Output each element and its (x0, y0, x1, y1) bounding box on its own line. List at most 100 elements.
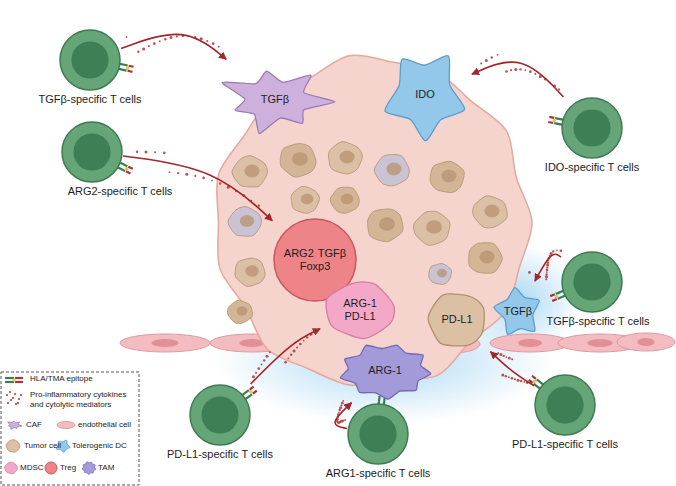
cytokine-dot (546, 264, 549, 267)
cell-label: ARG2-specific T cells (68, 185, 173, 198)
t-cell: PD-L1-specific T cells (534, 374, 596, 436)
t-cell-body (60, 30, 120, 90)
t-cell-outline (347, 403, 409, 465)
cell-nucleus (437, 269, 447, 278)
cytokine-dot (252, 375, 255, 378)
legend-entry: HLA/TMA epitope (30, 374, 136, 384)
cytokine-dot (546, 271, 548, 273)
tumor-cell (328, 142, 362, 174)
t-cell-outline (59, 29, 121, 91)
cytokine-dot (485, 59, 488, 62)
cytokine-dot (257, 367, 260, 370)
cytokine-dot (303, 340, 305, 342)
legend-entry: Tumor cell (24, 441, 61, 451)
legend-text: MDSC (20, 463, 44, 473)
tumor-cell (235, 258, 265, 286)
t-cell: PD-L1-specific T cells (189, 384, 251, 446)
t-cell-nucleus (573, 263, 610, 300)
t-cell-nucleus (73, 133, 110, 170)
cytokine-dot (148, 45, 150, 47)
cytokine-dot (284, 361, 287, 364)
cytokine-dot (136, 151, 138, 153)
effector-arrow (491, 352, 534, 386)
cytokine-dot (194, 175, 196, 177)
marker-label: ARG-1 (343, 297, 377, 310)
cytokine-dot (520, 380, 522, 382)
t-cell: TGFβ-specific T cells (561, 251, 623, 313)
cell-nucleus (240, 215, 254, 227)
cell-label: TGFβ-specific T cells (38, 93, 141, 106)
endothelial-cell (120, 334, 210, 352)
cell-nucleus (237, 306, 248, 315)
epitope-dot (555, 295, 559, 299)
t-cell-body (562, 98, 622, 158)
marker-label: TGFβ (261, 93, 289, 106)
tumor-cell (330, 187, 359, 213)
effector-arrow (121, 34, 226, 59)
cytokine-dot (154, 151, 156, 153)
hla-epitope (532, 376, 536, 379)
cell-label: PD-L1-specific T cells (512, 438, 618, 451)
endothelial-nucleus (637, 338, 654, 346)
cytokine-icon (10, 399, 12, 401)
cytokine-dot (212, 42, 215, 45)
t-cell-outline (189, 384, 251, 446)
legend-entry: CAF (26, 420, 42, 430)
cytokine-dot (344, 419, 346, 421)
cell-label: IDO-specific T cells (545, 161, 639, 174)
cytokine-dot (558, 88, 560, 90)
epitope-icon (15, 381, 23, 383)
caf-cell-body (222, 71, 335, 133)
tumor-cell (413, 211, 450, 245)
mdsc-cell: ARG-1PD-L1 (321, 278, 399, 342)
cytokine-dot (519, 68, 521, 70)
epitope-dot (249, 390, 253, 394)
cytokine-dot (255, 372, 257, 374)
cytokine-dot (511, 358, 513, 360)
cytokine-dot (206, 40, 208, 42)
legend-text: Tolerogenic DC (72, 441, 127, 451)
legend-text: CAF (26, 420, 42, 430)
legend-text: endothelial cell (78, 420, 131, 430)
cytokine-icon (7, 402, 9, 404)
legend-text: Pro-inflammatory cytokines and cytolytic… (30, 390, 136, 409)
epitope-dot (125, 167, 129, 171)
epitope-icon (12, 378, 15, 381)
cytokine-dot (287, 358, 289, 360)
cytokine-icon (14, 393, 16, 395)
cytokine-icon (6, 394, 8, 396)
epitope-icon (5, 377, 14, 379)
marker-label: Foxp3 (300, 260, 331, 273)
cell-nucleus (441, 170, 456, 183)
endothelial-cell (617, 333, 675, 351)
cell-nucleus (379, 217, 395, 231)
cell-label: ARG1-specific T cells (326, 467, 431, 480)
endothelial-nucleus (587, 339, 612, 347)
cell-label: TGFβ-specific T cells (546, 315, 649, 328)
cytokine-dot (339, 406, 342, 409)
marker-label: PD-L1 (441, 313, 472, 326)
t-cell-outline (561, 97, 623, 159)
cell-nucleus (386, 163, 401, 176)
cytokine-dot (159, 40, 161, 42)
endothelial-nucleus (152, 339, 179, 347)
effector-arrow (535, 254, 561, 281)
cytokine-dot (545, 275, 548, 278)
cytokine-dot (258, 204, 260, 206)
tolerogenic-dc-body (385, 56, 465, 141)
cell-label: PD-L1-specific T cells (167, 448, 273, 461)
tolerogenic-dc: TGFβ (491, 282, 545, 342)
tumor-cell (374, 155, 409, 186)
cytokine-dot (505, 375, 507, 377)
cytokine-dot (261, 364, 263, 366)
cytokine-dot (142, 47, 145, 50)
t-cell-outline (61, 121, 123, 183)
cytokine-icon (12, 397, 14, 399)
hla-epitope (250, 387, 254, 390)
cytokine-dot (137, 51, 139, 53)
t-cell-nucleus (573, 109, 610, 146)
cell-nucleus (426, 220, 442, 234)
endothelial-nucleus (518, 339, 542, 347)
cytokine-dot (219, 182, 221, 184)
legend-entry: Pro-inflammatory cytokines and cytolytic… (30, 390, 136, 409)
